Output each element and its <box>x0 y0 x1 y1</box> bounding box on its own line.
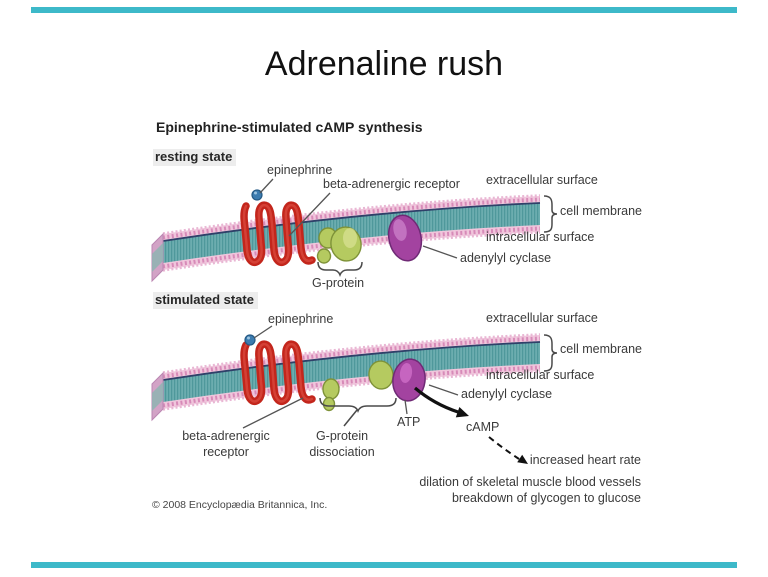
stimulated-beta-receptor-label: beta-adrenergic receptor <box>182 429 270 460</box>
resting-cell-membrane-brace <box>543 195 558 233</box>
stimulated-epinephrine-icon <box>244 334 256 346</box>
g-protein-dissociation-brace <box>319 397 397 414</box>
camp-to-effects-dashed-arrow <box>488 436 528 464</box>
resting-epinephrine-label: epinephrine <box>267 163 333 177</box>
stimulated-epinephrine-label: epinephrine <box>268 312 334 326</box>
stimulated-cell-membrane-label: cell membrane <box>560 342 642 356</box>
atp-label: ATP <box>397 415 421 429</box>
resting-cell-membrane-label: cell membrane <box>560 204 642 218</box>
resting-state-label: resting state <box>153 149 237 167</box>
stimulated-intracellular-label: intracellular surface <box>486 368 595 382</box>
resting-beta-receptor-label: beta-adrenergic receptor <box>323 177 460 191</box>
dissociated-g-protein-icon <box>322 360 394 412</box>
resting-g-protein-brace <box>317 261 363 278</box>
camp-label: cAMP <box>466 420 500 434</box>
resting-extracellular-label: extracellular surface <box>486 173 598 187</box>
stimulated-extracellular-label: extracellular surface <box>486 311 598 325</box>
stimulated-membrane <box>150 332 542 422</box>
atp-to-camp-arrow <box>413 386 469 418</box>
resting-intracellular-label: intracellular surface <box>486 230 595 244</box>
effect-glycogen-breakdown: breakdown of glycogen to glucose <box>451 491 641 505</box>
bottom-accent-bar <box>31 562 737 568</box>
resting-epinephrine-icon <box>251 189 263 201</box>
effect-increased-heart-rate: increased heart rate <box>529 453 641 467</box>
stimulated-state-label: stimulated state <box>153 292 258 310</box>
resting-adenylyl-cyclase-icon <box>387 214 423 262</box>
g-protein-dissociation-label: G-protein dissociation <box>309 429 375 460</box>
copyright-credit: © 2008 Encyclopædia Britannica, Inc. <box>152 499 328 511</box>
slide-title: Adrenaline rush <box>264 44 504 83</box>
resting-g-protein-icon <box>316 226 362 264</box>
diagram-heading: Epinephrine-stimulated cAMP synthesis <box>156 119 423 135</box>
stimulated-adenylyl-cyclase-label: adenylyl cyclase <box>461 387 553 401</box>
top-accent-bar <box>31 7 737 13</box>
resting-g-protein-label: G-protein <box>312 276 365 290</box>
effect-dilation-blood-vessels: dilation of skeletal muscle blood vessel… <box>419 475 641 489</box>
stimulated-cell-membrane-brace <box>543 334 558 372</box>
resting-adenylyl-cyclase-label: adenylyl cyclase <box>460 251 552 265</box>
